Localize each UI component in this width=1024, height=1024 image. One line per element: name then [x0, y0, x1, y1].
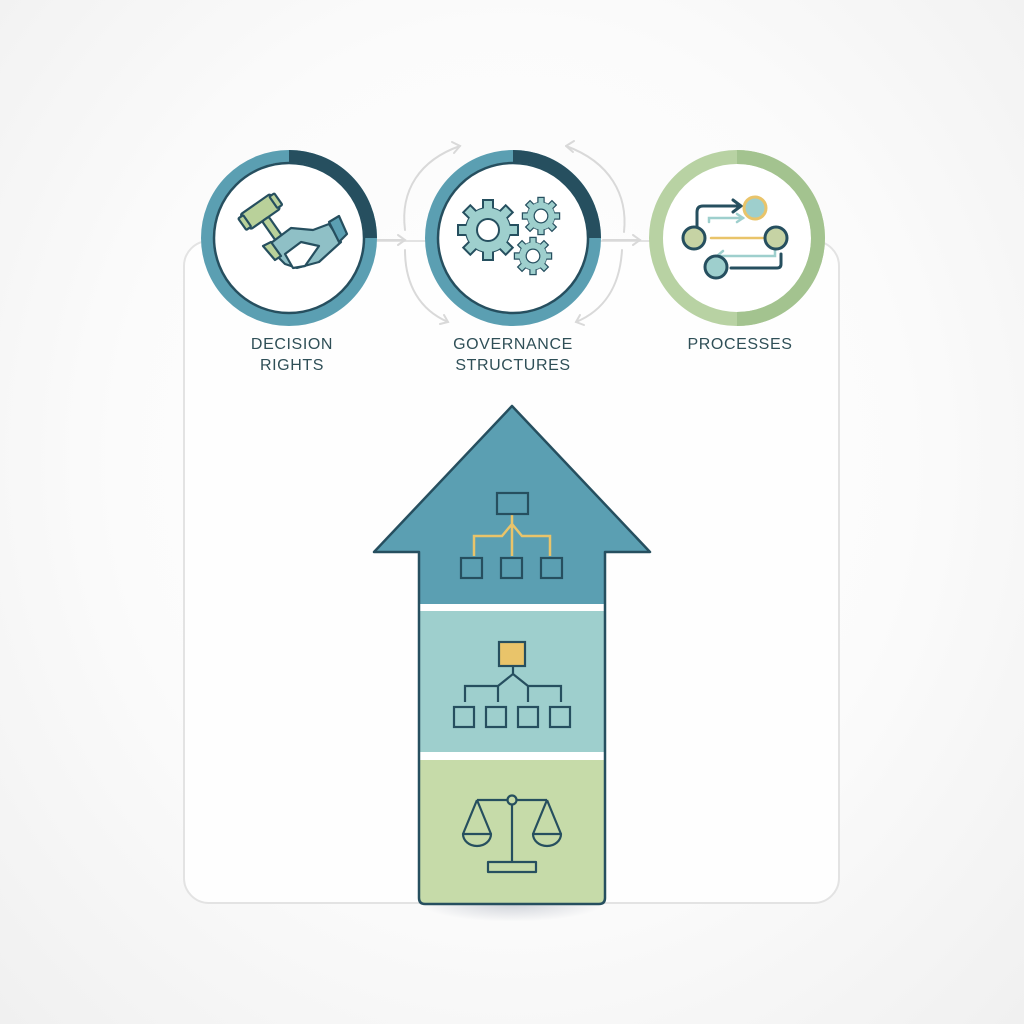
hierarchy-icon [452, 640, 572, 729]
scales-of-justice-icon [461, 794, 563, 874]
process-flow-icon [681, 195, 789, 280]
governance-structures-label: GOVERNANCE STRUCTURES [413, 334, 613, 376]
processes-label: PROCESSES [640, 334, 840, 355]
decision-rights-ring [201, 150, 377, 326]
governance-structures-node [425, 150, 601, 326]
processes-ring [649, 150, 826, 326]
org-chart-icon [459, 491, 564, 580]
gavel-handshake-icon [237, 192, 349, 270]
label-line: PROCESSES [687, 336, 793, 353]
gears-icon [457, 196, 561, 276]
decision-rights-label: DECISION RIGHTS [192, 334, 392, 376]
label-line: STRUCTURES [455, 357, 571, 374]
governance-structures-ring [425, 150, 601, 326]
processes-node [649, 150, 826, 326]
arrow-segment-bottom [374, 760, 650, 904]
label-line: GOVERNANCE [453, 336, 573, 353]
label-line: DECISION [250, 336, 334, 353]
arrow-segment-middle [374, 611, 650, 752]
label-line: RIGHTS [259, 357, 325, 374]
decision-rights-node [201, 150, 377, 326]
